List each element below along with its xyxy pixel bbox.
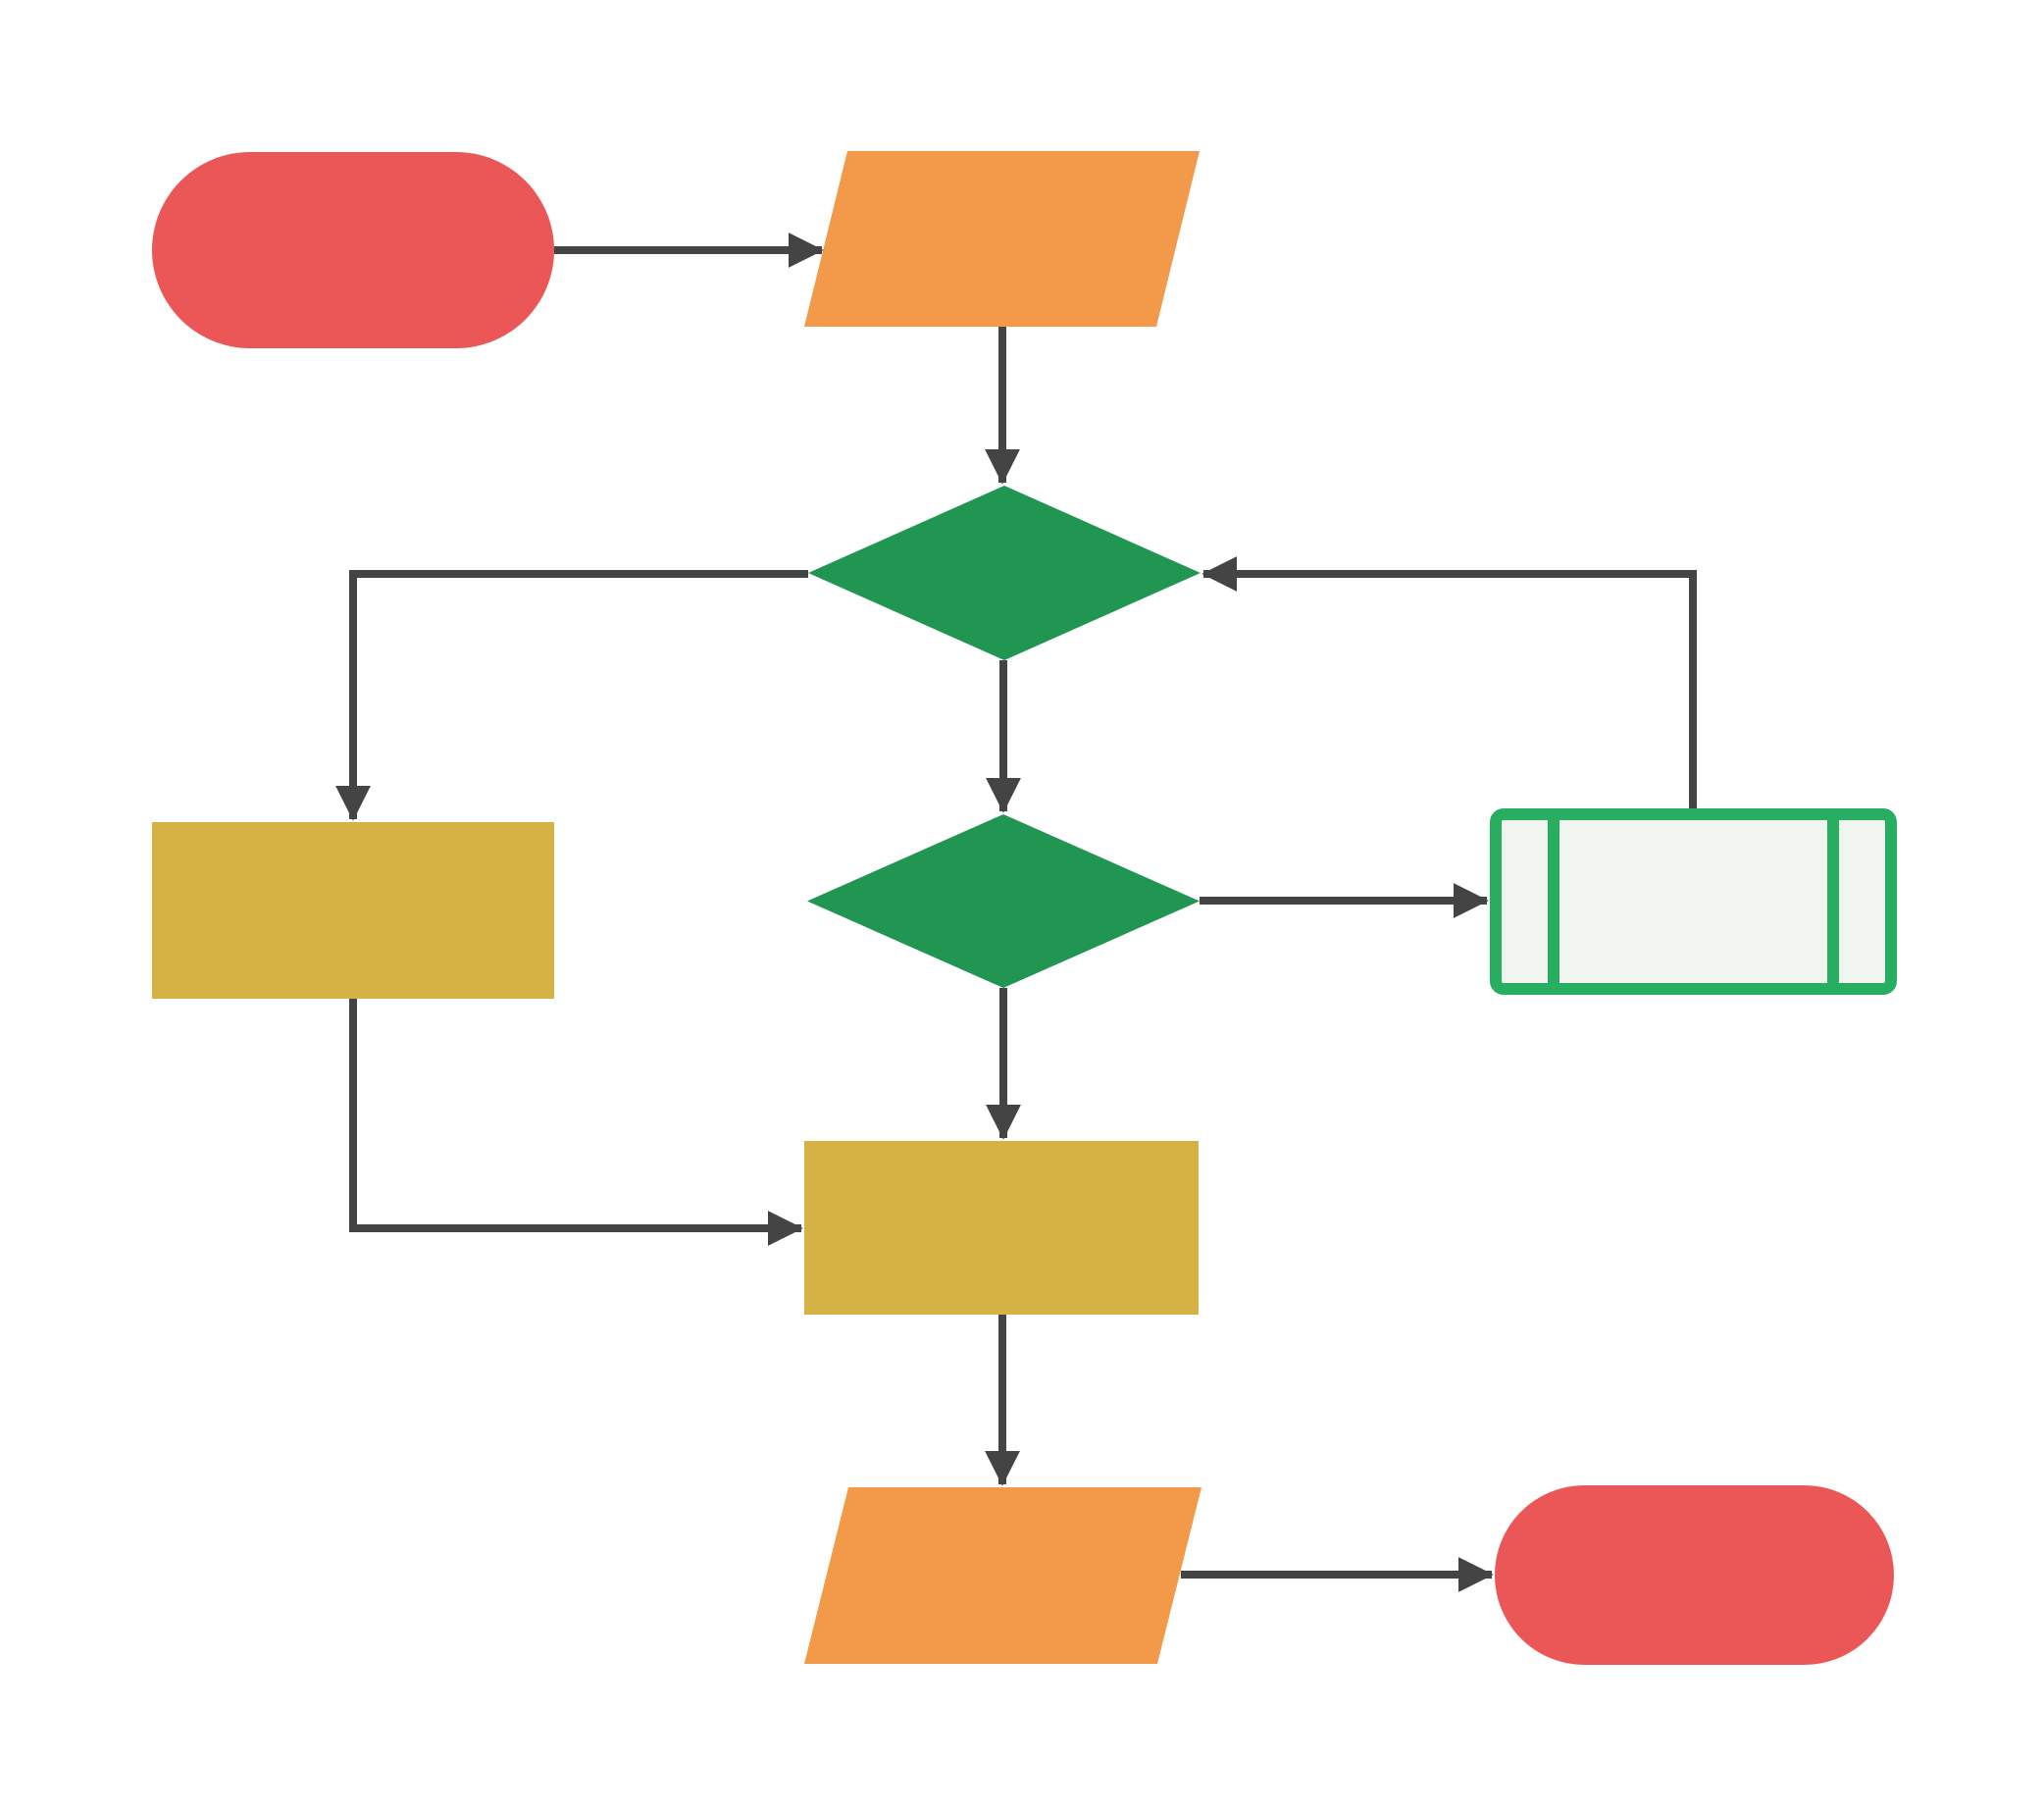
- end-terminator: [1495, 1485, 1894, 1665]
- io-parallelogram-top: [804, 151, 1200, 327]
- decision-middle: [807, 814, 1200, 988]
- process-left: [152, 822, 554, 999]
- start-terminator: [152, 152, 554, 348]
- predefined-to-decision-top-connector: [1201, 556, 1697, 808]
- process-middle: [804, 1141, 1199, 1315]
- io-parallelogram-bottom: [804, 1487, 1201, 1664]
- process-left-to-process-middle-connector: [349, 999, 803, 1246]
- decision-top-to-process-left-connector: [335, 570, 808, 821]
- decision-top: [808, 486, 1201, 660]
- predefined-process: [1490, 808, 1897, 995]
